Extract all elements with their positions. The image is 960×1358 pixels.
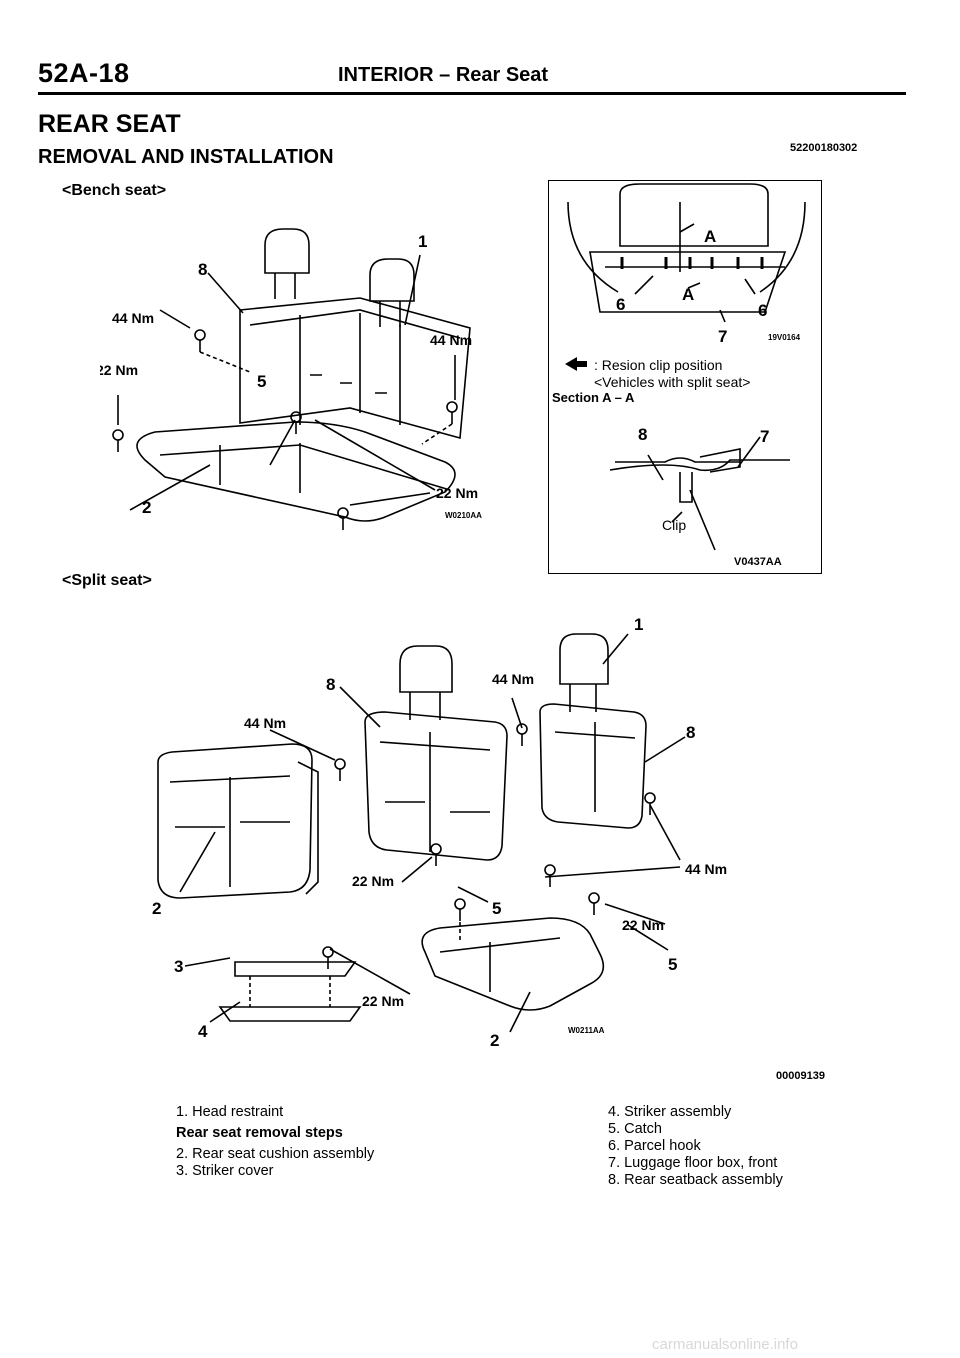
bench-seat-diagram: 1 8 44 Nm 44 Nm 22 Nm 5 2 22 Nm W0210AA bbox=[100, 228, 482, 530]
page-header-title: INTERIOR – Rear Seat bbox=[338, 64, 548, 87]
split-torque-44-center: 44 Nm bbox=[492, 671, 534, 687]
section-subtitle: REMOVAL AND INSTALLATION bbox=[38, 146, 334, 168]
legend-item-5: 5. Catch bbox=[608, 1121, 662, 1137]
inset-callout-6-right: 6 bbox=[758, 301, 767, 320]
inset-figure-code-1: 19V0164 bbox=[768, 333, 801, 342]
bench-torque-22-left: 22 Nm bbox=[100, 362, 138, 378]
inset-callout-7b: 7 bbox=[760, 427, 769, 446]
split-callout-8-left: 8 bbox=[326, 675, 335, 694]
legend-left: 1. Head restraint Rear seat removal step… bbox=[176, 1104, 476, 1180]
split-torque-22-striker: 22 Nm bbox=[362, 993, 404, 1009]
split-torque-44-right: 44 Nm bbox=[685, 861, 727, 877]
bench-callout-1: 1 bbox=[418, 232, 427, 251]
header-subsection: Rear Seat bbox=[455, 64, 549, 86]
inset-section-a-top: A bbox=[704, 227, 716, 246]
header-rule bbox=[38, 92, 906, 95]
inset-resin-note: : Resion clip position bbox=[594, 357, 722, 373]
page-code: 52A-18 bbox=[38, 58, 130, 88]
bench-seat-label: <Bench seat> bbox=[62, 182, 167, 199]
split-seat-diagram: 1 8 44 Nm 8 44 Nm 44 Nm 22 Nm 5 2 22 Nm … bbox=[152, 615, 727, 1050]
inset-figure-code-2: V0437AA bbox=[734, 556, 782, 568]
figure-reference-code: 00009139 bbox=[776, 1070, 825, 1082]
bench-callout-5: 5 bbox=[257, 372, 266, 391]
legend-right: 4. Striker assembly 5. Catch 6. Parcel h… bbox=[608, 1104, 908, 1189]
legend-item-4: 4. Striker assembly bbox=[608, 1104, 732, 1120]
split-callout-3: 3 bbox=[174, 957, 183, 976]
bench-callout-8: 8 bbox=[198, 260, 207, 279]
header-section: INTERIOR bbox=[338, 64, 434, 86]
split-callout-1: 1 bbox=[634, 615, 643, 634]
inset-callout-6-left: 6 bbox=[616, 295, 625, 314]
bench-torque-44-left: 44 Nm bbox=[112, 310, 154, 326]
legend-item-3: 3. Striker cover bbox=[176, 1163, 274, 1179]
legend-item-6: 6. Parcel hook bbox=[608, 1138, 701, 1154]
split-torque-44-left: 44 Nm bbox=[244, 715, 286, 731]
legend-item-2: 2. Rear seat cushion assembly bbox=[176, 1146, 375, 1162]
split-callout-2-left: 2 bbox=[152, 899, 161, 918]
inset-clip-label: Clip bbox=[662, 517, 686, 533]
inset-diagram: A A 6 6 7 19V0164 : Resion clip position… bbox=[552, 183, 806, 568]
footer-watermark-text[interactable]: carmanualsonline.info bbox=[652, 1336, 798, 1353]
inset-callout-7: 7 bbox=[718, 327, 727, 346]
document-code: 52200180302 bbox=[790, 142, 858, 154]
split-figure-code: W0211AA bbox=[568, 1026, 605, 1035]
split-torque-22-right: 22 Nm bbox=[622, 917, 664, 933]
split-callout-8-right: 8 bbox=[686, 723, 695, 742]
split-callout-5-center: 5 bbox=[492, 899, 501, 918]
legend-heading: Rear seat removal steps bbox=[176, 1125, 343, 1141]
split-torque-22-center: 22 Nm bbox=[352, 873, 394, 889]
bench-callout-2: 2 bbox=[142, 498, 151, 517]
split-callout-5-right: 5 bbox=[668, 955, 677, 974]
split-seat-label: <Split seat> bbox=[62, 572, 152, 589]
bench-figure-code: W0210AA bbox=[445, 511, 482, 520]
legend-item-1: 1. Head restraint bbox=[176, 1104, 284, 1120]
inset-callout-8: 8 bbox=[638, 425, 647, 444]
legend-item-8: 8. Rear seatback assembly bbox=[608, 1172, 783, 1188]
split-callout-4: 4 bbox=[198, 1022, 208, 1041]
header-separator: – bbox=[439, 64, 451, 86]
bench-torque-44-right: 44 Nm bbox=[430, 332, 472, 348]
bench-torque-22-bottom: 22 Nm bbox=[436, 485, 478, 501]
split-callout-2-right: 2 bbox=[490, 1031, 499, 1050]
inset-split-note: <Vehicles with split seat> bbox=[594, 374, 750, 390]
inset-section-label: Section A – A bbox=[552, 390, 635, 405]
section-title: REAR SEAT bbox=[38, 110, 181, 138]
section-inset-box bbox=[548, 180, 822, 574]
legend-item-7: 7. Luggage floor box, front bbox=[608, 1155, 778, 1171]
inset-section-a-mid: A bbox=[682, 285, 694, 304]
